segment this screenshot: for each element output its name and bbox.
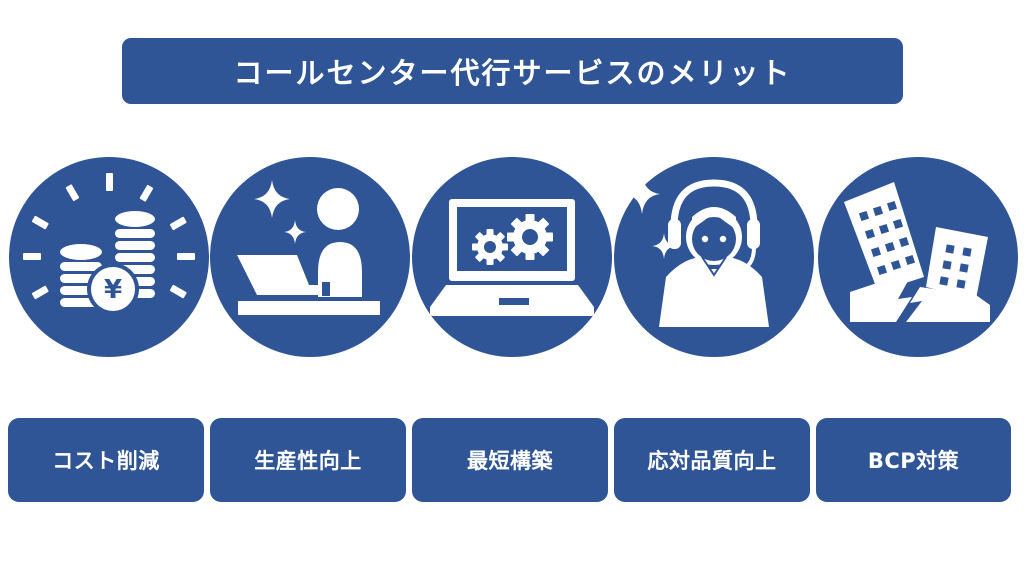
person-laptop-sparkle-icon (237, 180, 380, 315)
yen-coins-icon: ¥ (23, 173, 195, 315)
merit-circle-fast-setup (412, 157, 612, 357)
merit-circle-service-quality (614, 157, 814, 357)
earthquake-buildings-icon (844, 182, 990, 322)
merit-productivity-button[interactable]: 生産性向上 (210, 418, 406, 502)
laptop-gears-icon (430, 199, 594, 316)
merit-circle-cost: ¥ (9, 157, 209, 357)
merit-circle-bcp (818, 157, 1018, 357)
operator-headset-icon (624, 174, 769, 327)
merit-bcp-button[interactable]: BCP対策 (816, 418, 1011, 502)
merit-cost-reduction-button[interactable]: コスト削減 (8, 418, 204, 502)
page-title: コールセンター代行サービスのメリット (122, 38, 903, 104)
svg-text:¥: ¥ (104, 275, 122, 305)
merit-fast-setup-button[interactable]: 最短構築 (412, 418, 608, 502)
merit-circle-productivity (210, 157, 410, 357)
merit-service-quality-button[interactable]: 応対品質向上 (614, 418, 810, 502)
